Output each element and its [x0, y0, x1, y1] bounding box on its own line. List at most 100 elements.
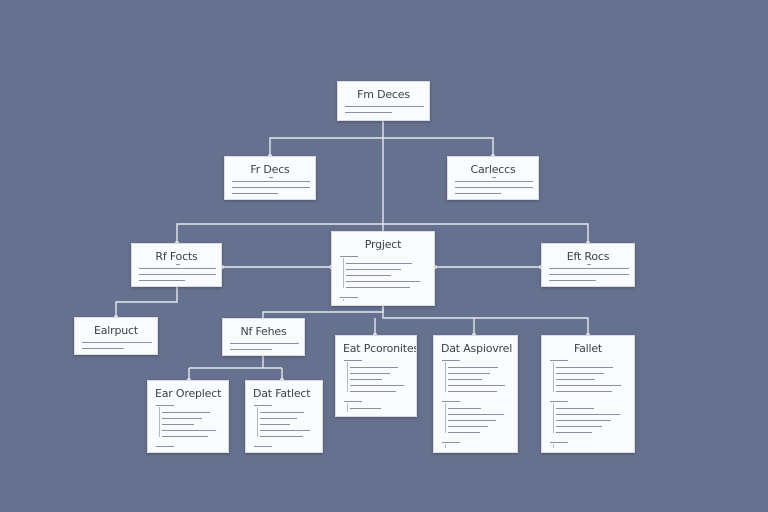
connector-center-bottom	[374, 306, 589, 335]
list-guide	[553, 403, 554, 433]
text-line	[587, 264, 591, 266]
text-line	[344, 360, 362, 362]
node-left1[interactable]: Fr Decs	[224, 156, 316, 200]
list-guide	[445, 444, 446, 448]
text-line	[346, 281, 421, 283]
text-line	[448, 391, 497, 393]
node-left2[interactable]: Rf Focts	[131, 243, 222, 287]
list-guide	[343, 258, 344, 288]
connector-root-branches	[269, 137, 494, 156]
text-line	[448, 408, 481, 410]
text-line	[556, 426, 602, 428]
list-guide	[445, 362, 446, 392]
text-line	[230, 349, 272, 351]
node-mid[interactable]: Nf Fehes	[222, 318, 305, 356]
connector-level2-branches	[176, 223, 589, 243]
text-line	[448, 379, 483, 381]
text-line	[556, 385, 622, 387]
node-b4[interactable]: Ear Oreplect	[147, 380, 229, 453]
text-line	[556, 420, 611, 422]
text-line	[448, 385, 505, 387]
text-line	[156, 446, 174, 448]
text-line	[345, 112, 392, 114]
node-title: Prgject	[364, 238, 402, 251]
text-line	[442, 442, 460, 444]
list-guide	[347, 403, 348, 412]
list-guide	[343, 299, 344, 301]
text-line	[448, 367, 499, 369]
text-line	[346, 269, 402, 271]
node-title: Ear Oreplect	[155, 387, 222, 400]
node-farleft[interactable]: Ealrpuct	[74, 317, 158, 355]
text-line	[254, 446, 272, 448]
text-line	[350, 408, 382, 410]
text-line	[230, 343, 299, 345]
text-line	[162, 418, 203, 420]
text-line	[350, 367, 398, 369]
node-title: Dat Aspiovrel	[441, 342, 513, 355]
text-line	[455, 187, 533, 189]
text-line	[556, 432, 593, 434]
text-line	[232, 193, 278, 195]
node-title: Fallet	[573, 342, 603, 355]
text-line	[550, 401, 568, 403]
list-guide	[445, 403, 446, 433]
node-title: Carleccs	[470, 163, 516, 176]
node-root[interactable]: Fm Deces	[337, 81, 430, 121]
text-line	[448, 426, 488, 428]
text-line	[556, 367, 614, 369]
node-right2[interactable]: Eft Rocs	[541, 243, 635, 287]
text-line	[82, 342, 152, 344]
text-line	[345, 106, 424, 108]
node-center[interactable]: Prgject	[331, 231, 435, 306]
text-line	[139, 268, 216, 270]
text-line	[162, 436, 209, 438]
text-line	[442, 360, 460, 362]
text-line	[82, 348, 124, 350]
text-line	[550, 442, 568, 444]
list-guide	[553, 444, 554, 448]
text-line	[448, 432, 480, 434]
text-line	[448, 420, 496, 422]
node-right1[interactable]: Carleccs	[447, 156, 539, 200]
text-line	[556, 391, 612, 393]
connector-mid-children	[188, 356, 283, 380]
text-line	[556, 379, 596, 381]
text-line	[139, 274, 216, 276]
text-line	[260, 412, 305, 414]
node-b1[interactable]: Eat Pcoronites	[335, 335, 417, 417]
text-line	[269, 177, 273, 179]
node-title: Ealrpuct	[94, 324, 138, 337]
text-line	[260, 424, 291, 426]
list-guide	[553, 362, 554, 392]
text-line	[549, 280, 596, 282]
node-b2[interactable]: Dat Aspiovrel	[433, 335, 518, 453]
node-title: Rf Focts	[155, 250, 198, 263]
node-b3[interactable]: Fallet	[541, 335, 635, 453]
text-line	[350, 373, 391, 375]
text-line	[442, 401, 460, 403]
connector-center-mid	[262, 306, 384, 318]
text-line	[448, 414, 504, 416]
text-line	[556, 373, 605, 375]
text-line	[232, 181, 310, 183]
node-title: Dat Fatlect	[253, 387, 311, 400]
text-line	[156, 405, 174, 407]
text-line	[175, 264, 180, 266]
list-guide	[159, 407, 160, 437]
connector-left2-farleft	[115, 287, 178, 317]
text-line	[549, 274, 629, 276]
text-line	[550, 360, 568, 362]
node-title: Fr Decs	[250, 163, 290, 176]
text-line	[556, 414, 620, 416]
text-line	[340, 297, 358, 299]
node-title: Eat Pcoronites	[343, 342, 417, 355]
node-b5[interactable]: Dat Fatlect	[245, 380, 323, 453]
text-line	[162, 412, 210, 414]
text-line	[455, 181, 533, 183]
list-guide	[257, 407, 258, 437]
text-line	[556, 408, 594, 410]
text-line	[254, 405, 272, 407]
text-line	[139, 280, 185, 282]
text-line	[340, 256, 358, 258]
